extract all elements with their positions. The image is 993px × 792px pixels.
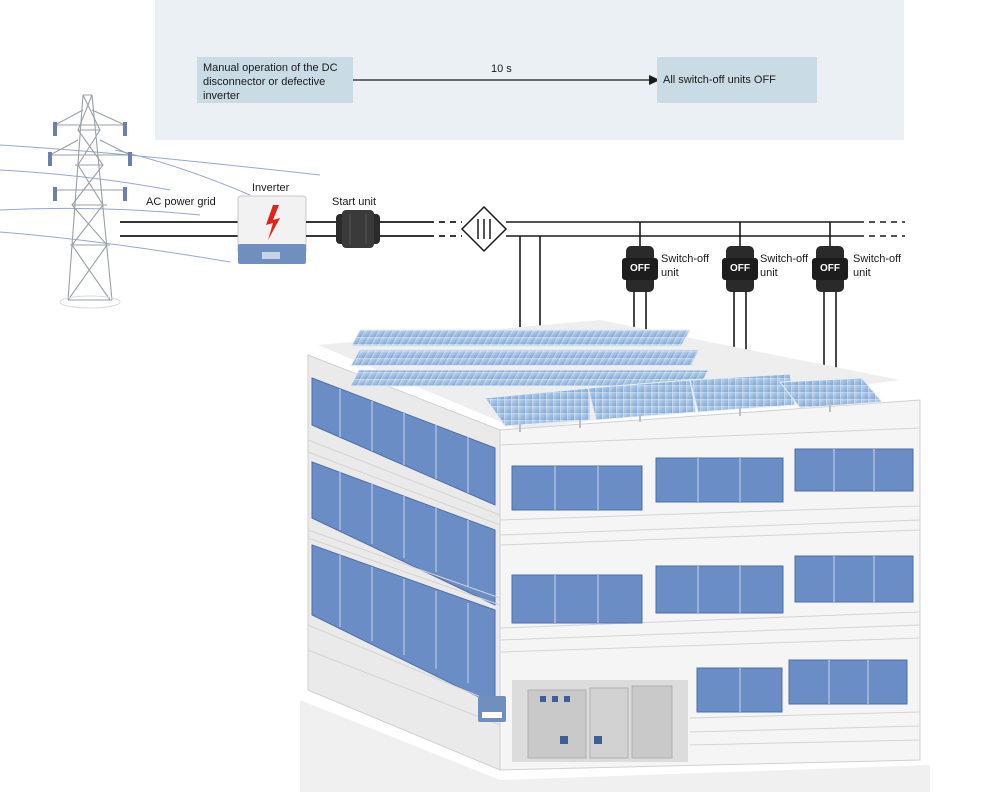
start-unit-icon — [336, 210, 380, 248]
result-box: All switch-off units OFF — [657, 57, 817, 103]
timeline-arrow — [353, 75, 660, 85]
cause-label: Manual operation of the DC disconnector … — [203, 62, 338, 102]
switch-off-unit-label: Switch-off unit — [853, 253, 902, 279]
off-badge: OFF — [630, 263, 650, 274]
delay-label: 10 s — [491, 63, 512, 75]
off-badge: OFF — [730, 263, 750, 274]
ac-grid-label: AC power grid — [146, 196, 216, 208]
cause-box: Manual operation of the DC disconnector … — [197, 57, 353, 103]
ac-cables — [120, 221, 238, 237]
inverter-label: Inverter — [252, 182, 290, 194]
timeline-panel: Manual operation of the DC disconnector … — [155, 0, 904, 140]
switch-off-unit-icon — [812, 246, 848, 292]
start-unit-label: Start unit — [332, 196, 377, 208]
off-badge: OFF — [820, 263, 840, 274]
switch-off-unit-icon — [722, 246, 758, 292]
surge-protector-icon — [460, 205, 508, 253]
switch-off-unit-icon — [622, 246, 658, 292]
result-label: All switch-off units OFF — [663, 74, 776, 86]
transmission-tower-icon — [49, 94, 131, 309]
insulators — [48, 122, 132, 201]
inverter-icon — [237, 195, 307, 264]
control-cabinet-icon — [478, 680, 688, 762]
building-icon — [300, 320, 930, 792]
solar-panel-icon — [349, 329, 884, 432]
switch-off-unit-label: Switch-off unit — [760, 253, 809, 279]
switch-off-unit-label: Switch-off unit — [661, 253, 710, 279]
